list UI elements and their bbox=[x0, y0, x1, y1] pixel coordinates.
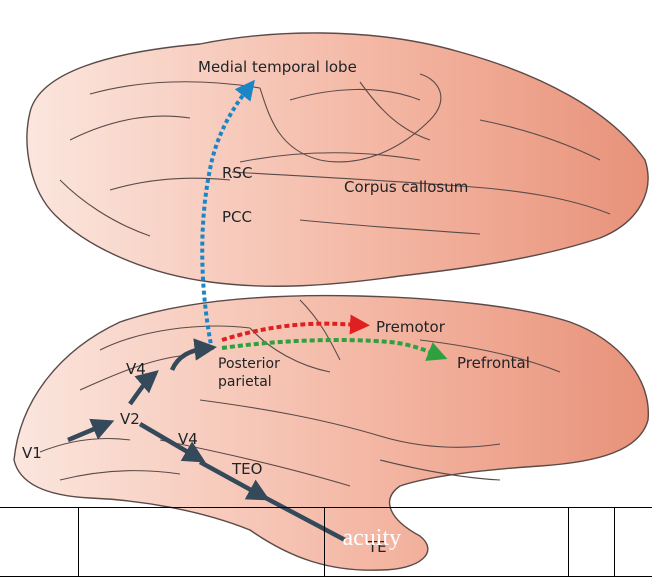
table-cell-text bbox=[0, 508, 78, 525]
label-rsc: RSC bbox=[222, 164, 252, 182]
label-parietal: parietal bbox=[218, 374, 272, 390]
label-prefrontal: Prefrontal bbox=[457, 354, 530, 372]
overlay-table: acuity bbox=[0, 507, 652, 577]
label-premotor: Premotor bbox=[376, 318, 446, 336]
table-cell-text bbox=[79, 508, 324, 525]
label-v1: V1 bbox=[22, 444, 42, 462]
label-posterior: Posterior bbox=[218, 356, 280, 372]
label-corpus-callosum: Corpus callosum bbox=[344, 178, 468, 196]
table-cell-text-acuity: acuity bbox=[325, 508, 568, 552]
table-cell: acuity bbox=[324, 508, 568, 577]
table-cell bbox=[614, 508, 652, 577]
label-v4-upper: V4 bbox=[126, 360, 146, 378]
table-cell-text bbox=[569, 508, 614, 525]
label-v2: V2 bbox=[120, 410, 140, 428]
label-medial-temporal-lobe: Medial temporal lobe bbox=[198, 58, 357, 76]
table-row: acuity bbox=[0, 508, 652, 577]
table-cell bbox=[0, 508, 78, 577]
label-pcc: PCC bbox=[222, 208, 252, 226]
label-v4-lower: V4 bbox=[178, 430, 198, 448]
table-cell-text bbox=[615, 508, 652, 525]
label-teo: TEO bbox=[231, 460, 262, 478]
table-cell bbox=[78, 508, 324, 577]
table-cell bbox=[568, 508, 614, 577]
